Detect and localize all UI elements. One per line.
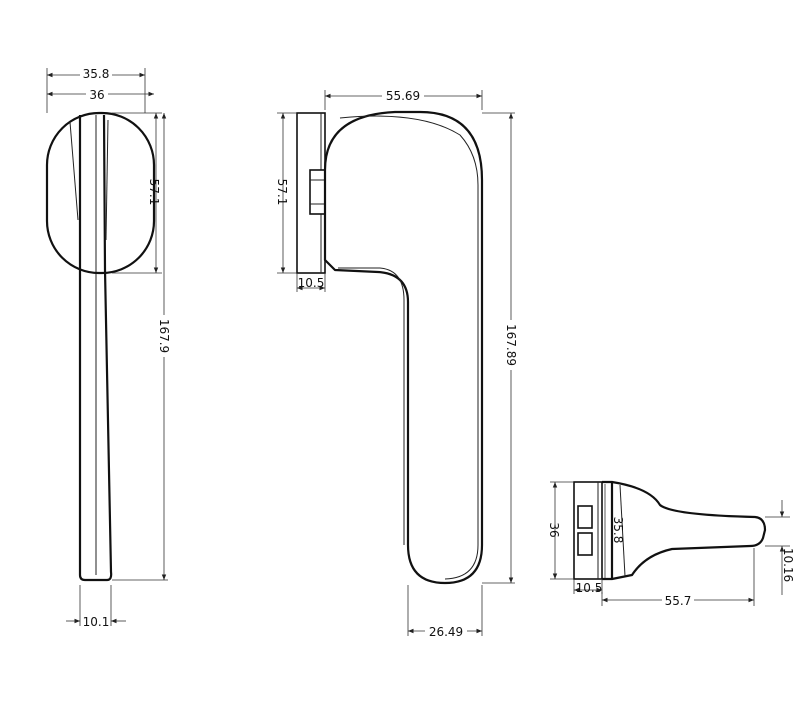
front-handle-shaft — [78, 114, 113, 582]
front-view: 35.8 36 57.1 167.9 10.1 — [45, 66, 171, 629]
dim-front-width-rose: 36 — [89, 88, 104, 102]
dim-front-grip-width: 10.1 — [83, 615, 110, 629]
dim-top-rose-inner: 35.8 — [611, 517, 625, 544]
top-neck-flange — [602, 480, 614, 581]
dim-top-rose-outer: 36 — [547, 522, 561, 537]
dim-front-rose-height: 57.1 — [147, 179, 161, 206]
dim-side-rose-height: 57.1 — [275, 179, 289, 206]
side-handle-inner-line — [339, 115, 479, 580]
dim-side-rose-depth: 10.5 — [298, 276, 325, 290]
front-rose-facet — [105, 119, 109, 241]
side-view: 55.69 57.1 10.5 167.89 26.49 — [275, 88, 518, 639]
top-view: 36 35.8 10.5 55.7 10.16 — [547, 480, 795, 608]
dim-top-reach: 55.7 — [665, 594, 692, 608]
top-spindle-upper — [577, 505, 593, 529]
front-rose-facet — [69, 121, 79, 221]
front-rose-oval — [45, 111, 156, 275]
top-spindle-lower — [577, 532, 593, 556]
dim-front-width-top: 35.8 — [83, 67, 110, 81]
dim-top-tip-thickness: 10.16 — [781, 548, 795, 582]
dim-front-total-height: 167.9 — [157, 319, 171, 353]
dim-side-grip-width: 26.49 — [429, 625, 463, 639]
dim-side-total-height: 167.89 — [504, 324, 518, 366]
dim-side-reach: 55.69 — [386, 89, 420, 103]
top-lever — [611, 480, 767, 581]
side-spindle — [309, 169, 326, 215]
dim-top-rose-depth: 10.5 — [576, 581, 603, 595]
top-rose-plate — [573, 481, 603, 580]
